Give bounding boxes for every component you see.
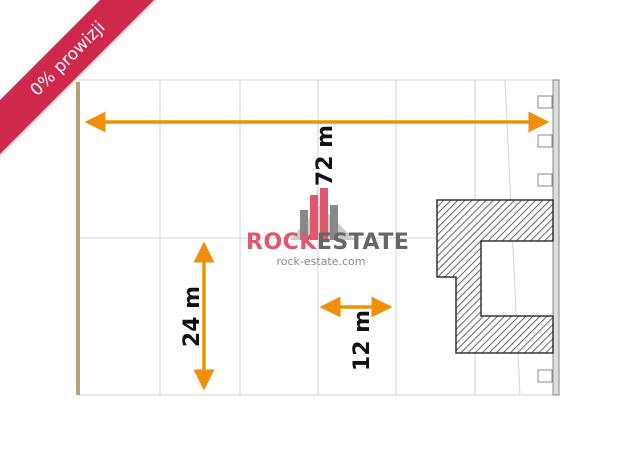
- width-label: 24 m: [180, 285, 206, 348]
- logo-graphic: [290, 188, 355, 240]
- watermark-logo: ROCKESTATE rock-estate.com: [246, 180, 409, 268]
- brand-url: rock-estate.com: [276, 255, 366, 268]
- left-wall: [76, 82, 80, 395]
- spacing-label: 12 m: [350, 309, 376, 372]
- brand-part1: ROCK: [246, 230, 317, 255]
- office-block: [436, 199, 554, 354]
- length-label: 72 m: [313, 124, 339, 187]
- brand-part2: ESTATE: [316, 230, 410, 255]
